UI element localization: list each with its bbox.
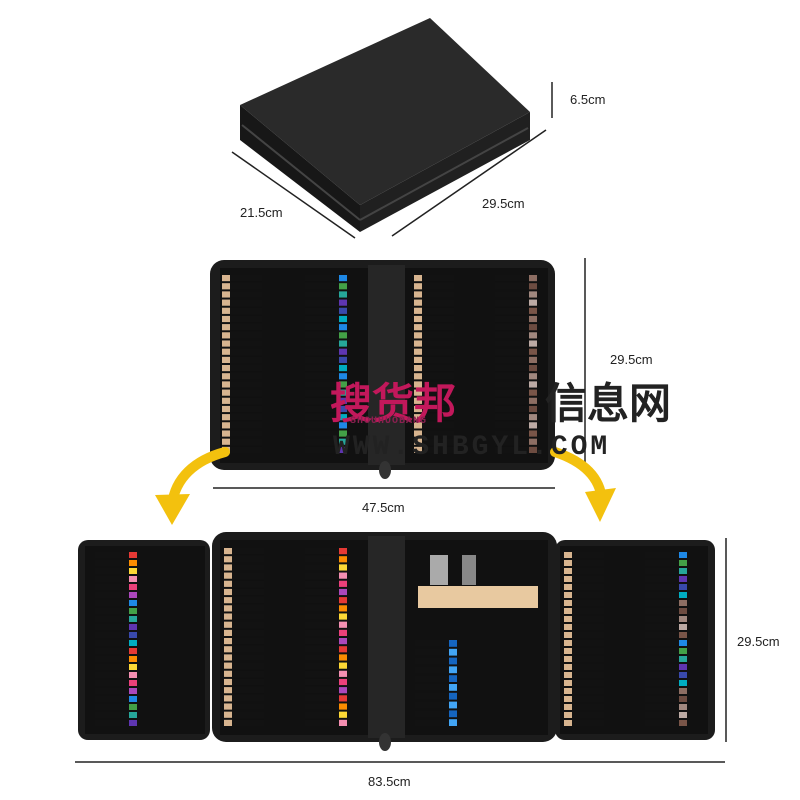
- watermark-brand-b: 信息网: [545, 379, 672, 428]
- watermark-brand-a: 搜货邦: [330, 379, 457, 428]
- case-depth-label: 21.5cm: [240, 205, 283, 220]
- full-open-height-label: 29.5cm: [737, 634, 780, 649]
- watermark-brand-sub: SHOUHUOBANG: [350, 416, 428, 427]
- closed-pencil-case: [240, 18, 530, 232]
- case-height-label: 6.5cm: [570, 92, 606, 107]
- full-open-width-label: 83.5cm: [368, 774, 411, 789]
- watermark-url: WWW.SHBGYL.COM: [333, 432, 611, 463]
- half-open-dimension-lines: [213, 258, 586, 489]
- case-width-label: 29.5cm: [482, 196, 525, 211]
- full-open-dimension-lines: [75, 538, 727, 763]
- closed-case-dimension-lines: [231, 82, 553, 239]
- half-open-height-label: 29.5cm: [610, 352, 653, 367]
- half-open-pencil-case: [210, 260, 555, 479]
- half-open-width-label: 47.5cm: [362, 500, 405, 515]
- full-open-pencil-case: [78, 532, 715, 751]
